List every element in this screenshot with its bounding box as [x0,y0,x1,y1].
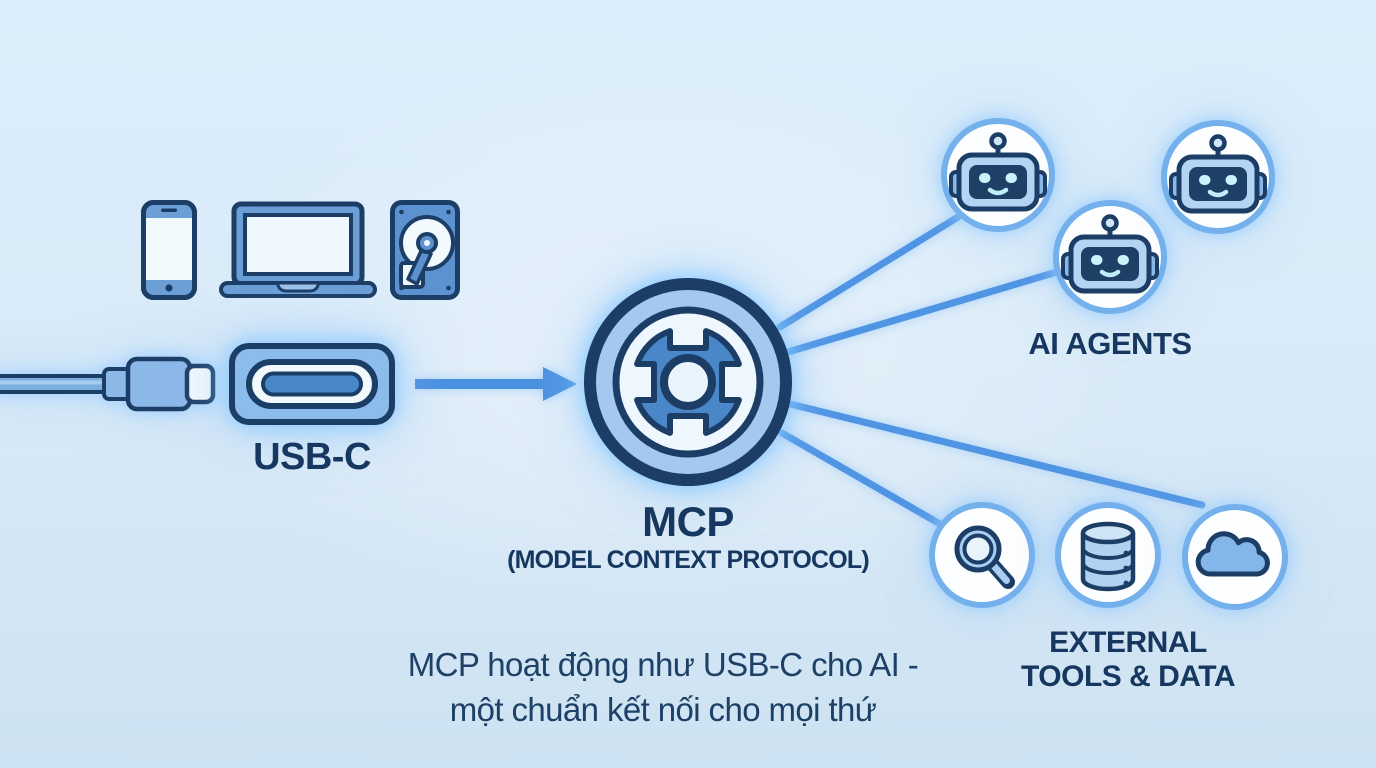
ai-agent-1 [941,118,1055,232]
line-mcp-to-cloud-tool [786,400,1206,509]
robot-icon [949,132,1047,212]
mcp-sublabel: (MODEL CONTEXT PROTOCOL) [507,546,870,574]
caption-line-2: một chuẩn kết nối cho mọi thứ [449,691,877,728]
external-tools-label-line2: TOOLS & DATA [1021,660,1236,693]
robot-icon [1061,214,1159,294]
mcp-hub [584,278,792,486]
caption-line-1: MCP hoạt động như USB-C cho AI - [407,646,919,683]
line-mcp-to-search-tool [778,429,944,528]
cloud-tool [1182,504,1288,610]
ai-agent-3 [1161,120,1275,234]
gear-icon [634,328,742,436]
search-tool [929,502,1035,608]
ai-agents-label: AI AGENTS [1028,326,1192,361]
usb-cable-plug [0,356,216,412]
hard-drive-icon [390,200,460,300]
smartphone-icon [141,200,197,300]
database-icon [1080,521,1136,592]
usb-c-label: USB-C [253,436,371,478]
external-tools-label-line1: EXTERNAL [1049,626,1207,659]
laptop-icon [219,201,377,298]
usb-plug [125,356,193,412]
arrow-icon [415,367,577,401]
cloud-icon [1195,531,1270,577]
robot-icon [1169,134,1267,214]
database-tool [1055,502,1161,608]
line-mcp-to-agent-1 [776,213,962,331]
caption-text: MCP hoạt động như USB-C cho AI - một chu… [351,642,975,732]
ai-agent-2 [1053,200,1167,314]
search-icon [954,525,1015,589]
line-mcp-to-agent-2 [784,267,1064,356]
mcp-label: MCP [642,498,734,545]
usb-c-port [229,343,395,425]
